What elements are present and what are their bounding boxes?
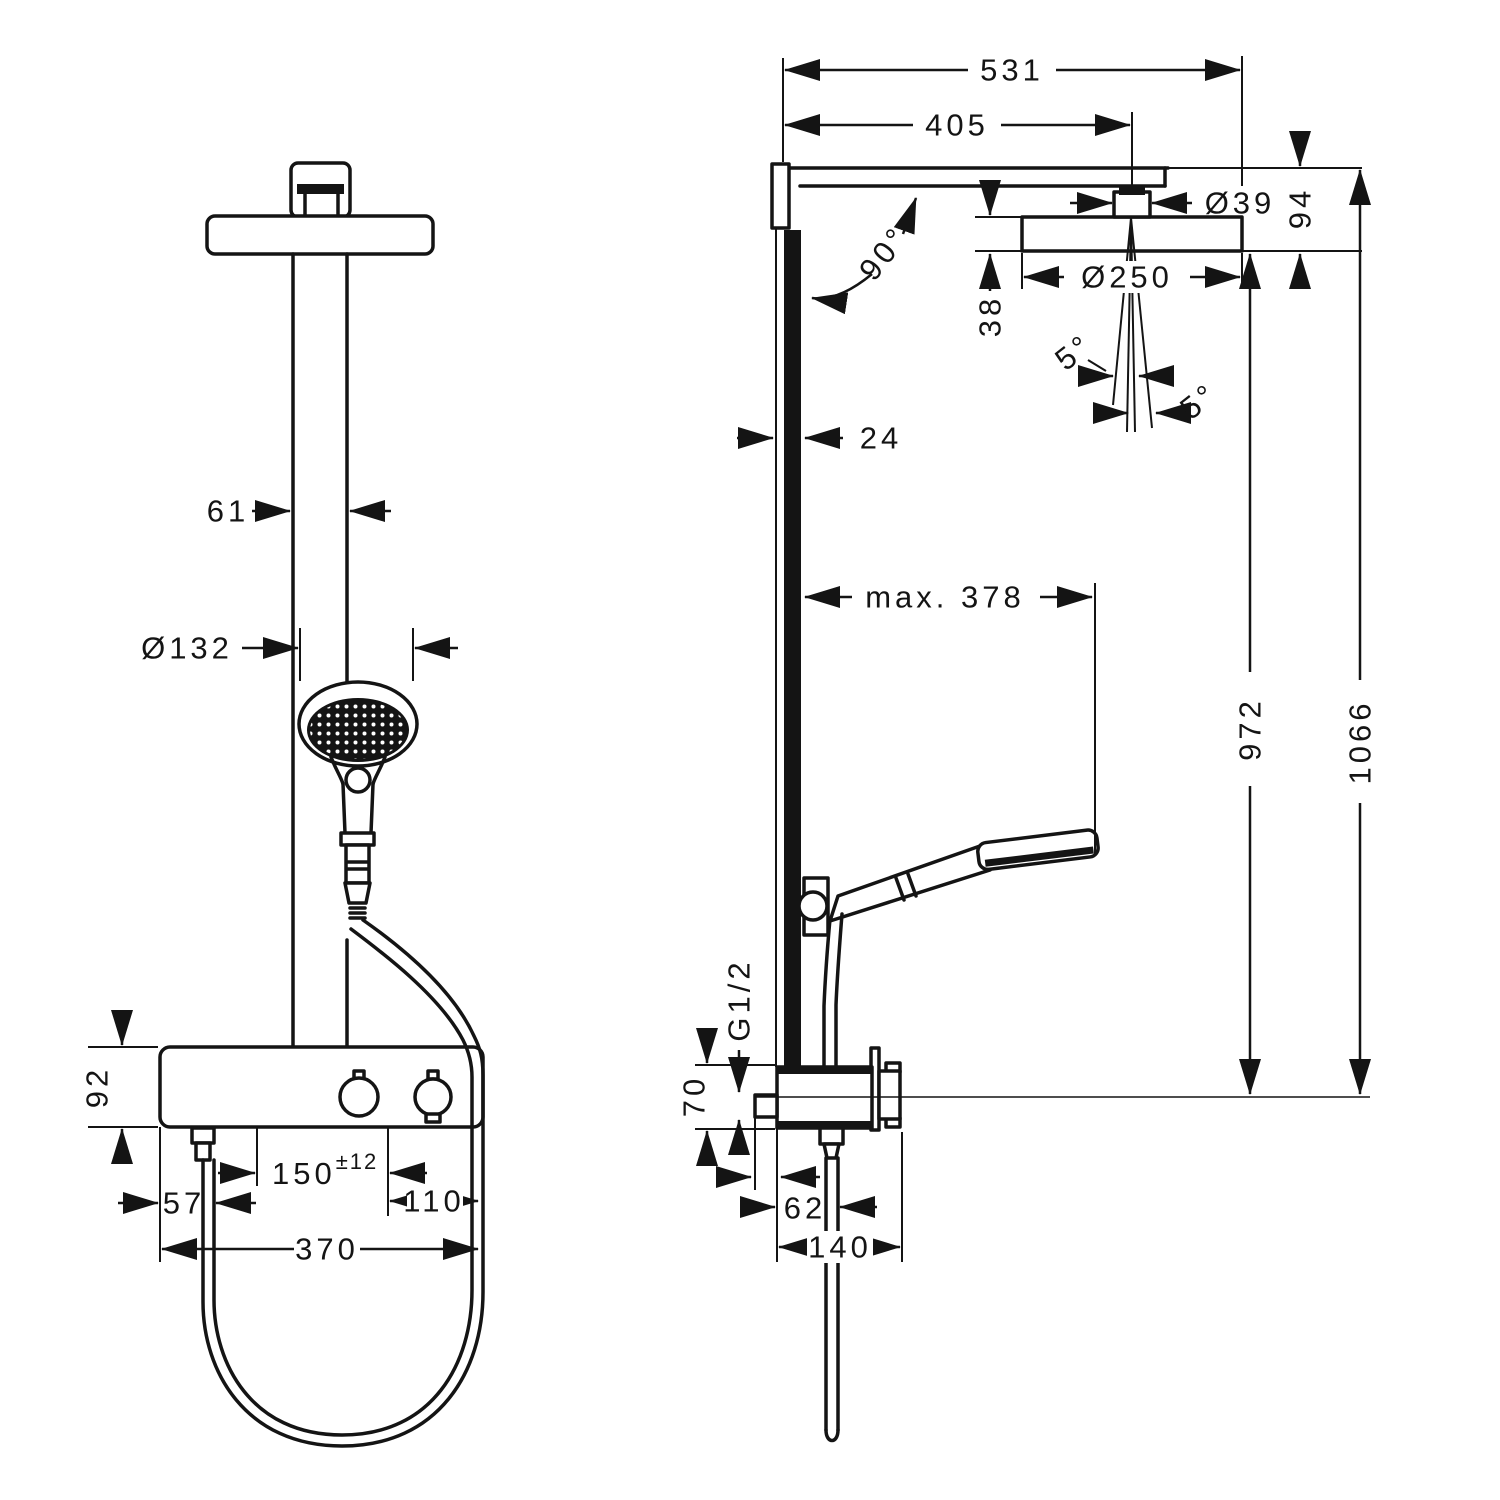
shelf-valve-front <box>158 1045 485 1162</box>
dim-arm-angle: 90° <box>811 197 918 315</box>
dim-pipe-width-label: 61 <box>207 494 249 529</box>
dim-total-height: 1066 <box>1343 169 1378 1095</box>
dim-spray-tilt-left: 5° <box>1048 327 1174 387</box>
dim-valve-height-front: 92 <box>80 1010 158 1164</box>
dim-hose-offset-side-label: 62 <box>784 1191 826 1226</box>
supply-connection <box>753 1093 779 1119</box>
dim-valve-height-front-label: 92 <box>80 1066 115 1108</box>
dim-projection-to-spray-label: 405 <box>925 108 989 143</box>
hand-shower-side-head <box>976 828 1100 872</box>
dim-projection-total: 531 <box>782 53 1243 186</box>
dim-head-offset-label: 94 <box>1283 187 1318 229</box>
dim-shelf-width: 370 <box>161 1232 479 1267</box>
dim-head-height-label: 38 <box>973 295 1008 337</box>
dim-connector-diameter: Ø39 <box>1070 186 1276 221</box>
dim-handshower-diameter-label: Ø132 <box>141 631 233 666</box>
dim-supply-spacing-base: 150 <box>272 1156 336 1191</box>
hand-shower-connector <box>339 831 376 920</box>
side-view: 531 405 Ø39 94 90° <box>677 53 1378 1443</box>
dim-pipe-width: 61 <box>207 494 391 529</box>
hose-outlet-front <box>190 1126 216 1162</box>
dim-spray-to-valve-height: 972 <box>1233 253 1268 1095</box>
dim-spray-tilt-left-label: 5° <box>1048 327 1099 378</box>
dim-bar-depth: 24 <box>737 421 902 456</box>
dim-valve-depth-label: 140 <box>808 1230 872 1265</box>
right-control-knob <box>413 1069 453 1124</box>
shower-pipe-front <box>291 252 349 1049</box>
dim-head-diameter-label: Ø250 <box>1081 260 1173 295</box>
dim-valve-height-side: 70 <box>677 1028 775 1166</box>
dim-shelf-width-label: 370 <box>295 1232 359 1267</box>
hand-shower-front <box>297 680 419 920</box>
spray-fan <box>1112 217 1153 433</box>
ceiling-mount-bracket <box>289 161 352 219</box>
dim-head-diameter: Ø250 <box>1021 253 1243 295</box>
dim-projection-total-label: 531 <box>980 53 1044 88</box>
hose-outlet-side <box>818 1126 845 1443</box>
dim-total-height-label: 1066 <box>1343 700 1378 785</box>
dim-connector-diameter-label: Ø39 <box>1205 186 1276 221</box>
hand-shower-side <box>797 828 1100 1068</box>
dim-knob-to-edge-label: 110 <box>403 1184 464 1219</box>
left-control-knob <box>338 1069 380 1118</box>
dim-arm-angle-label: 90° <box>852 219 916 287</box>
hose-side-upper <box>834 912 844 1068</box>
dim-handshower-reach: max. 378 <box>804 580 1096 855</box>
overhead-shower-front <box>205 214 435 256</box>
dim-supply-spacing: 150±12 <box>218 1149 427 1191</box>
shower-pipe-side <box>784 230 801 1067</box>
select-button <box>344 766 372 794</box>
dim-head-offset: 94 <box>1283 131 1318 289</box>
spray-nozzles <box>310 701 406 759</box>
dim-supply-thread-label: G1/2 <box>722 958 757 1041</box>
dim-hose-offset-side: 62 <box>740 1128 877 1262</box>
front-view: 61 Ø132 92 57 <box>80 161 485 1448</box>
bracket-band <box>297 184 344 194</box>
dim-valve-height-side-label: 70 <box>677 1075 712 1117</box>
shower-hose-front <box>201 918 485 1448</box>
dim-knob-to-edge: 110 <box>389 1184 479 1219</box>
dim-spray-to-valve-height-label: 972 <box>1233 697 1268 761</box>
dim-hose-outlet-offset: 57 <box>118 1186 256 1221</box>
valve-body-side <box>753 1046 1370 1443</box>
knob-side <box>877 1069 902 1121</box>
dim-head-height: 38 <box>973 180 1008 337</box>
dim-bar-depth-label: 24 <box>860 421 902 456</box>
head-connector <box>1112 190 1152 219</box>
dim-supply-spacing-tol: ±12 <box>336 1149 379 1174</box>
dim-valve-depth: 140 <box>778 1132 903 1265</box>
dim-supply-spacing-label: 150±12 <box>272 1149 378 1191</box>
dim-spray-tilt-right-label: 5° <box>1173 376 1224 427</box>
dim-hose-outlet-offset-label: 57 <box>163 1186 205 1221</box>
dim-projection-to-spray: 405 <box>784 108 1133 190</box>
dim-supply-thread: G1/2 <box>716 958 820 1190</box>
dim-handshower-diameter: Ø132 <box>141 628 458 681</box>
arm-wall-bracket <box>770 162 791 230</box>
dim-handshower-reach-label: max. 378 <box>865 580 1025 615</box>
